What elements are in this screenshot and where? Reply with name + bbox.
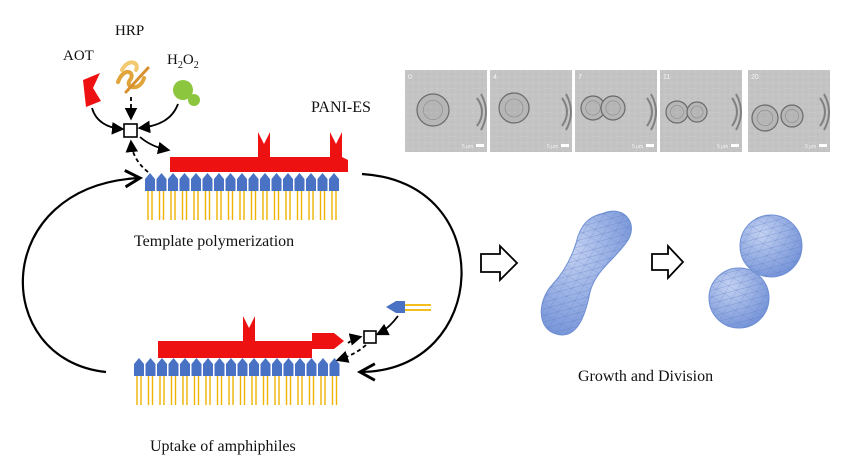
headgroup [145, 358, 156, 376]
daughter-vesicle-bottom-icon [708, 267, 770, 329]
headgroup [248, 173, 259, 191]
headgroup [168, 173, 178, 191]
top-tails [147, 191, 337, 220]
cycle-arrow-right [356, 172, 463, 382]
h2o2-molecule-icon [173, 80, 200, 106]
micrograph-time-label: 11 [663, 74, 670, 81]
scale-bar-label: 5 μm [717, 144, 728, 150]
hrp-enzyme-icon [116, 60, 150, 94]
micrograph-frame: 7 5 μm [575, 70, 657, 152]
aot-label: AOT [63, 48, 94, 64]
headgroup [191, 173, 201, 191]
scale-bar-label: 5 μm [547, 144, 558, 150]
pani-es-label: PANI-ES [311, 99, 371, 116]
aot-molecule-icon [83, 73, 101, 107]
division-block-arrow [651, 243, 685, 281]
headgroup [203, 358, 213, 376]
polymer-to-uptake-arrow [347, 333, 363, 346]
bottom-pani-polymer [158, 316, 344, 358]
growth-and-division-label: Growth and Division [578, 368, 713, 385]
uptake-to-membrane-arrow [335, 344, 367, 363]
headgroup [237, 358, 248, 376]
headgroup [317, 173, 328, 191]
top-pani-polymer [170, 132, 348, 172]
scale-bar [476, 144, 484, 147]
scale-bar-label: 5 μm [462, 144, 473, 150]
headgroup [271, 173, 282, 191]
headgroup [157, 358, 167, 376]
template-polymerization-label: Template polymerization [134, 233, 294, 250]
scale-bar-label: 5 μm [805, 144, 816, 150]
micrograph-frame: 11 5 μm [660, 70, 742, 152]
headgroup [191, 358, 202, 376]
headgroup [156, 173, 167, 191]
amphiphile-uptake-group [335, 301, 431, 363]
micrograph-frame: 0 5 μm [405, 70, 487, 152]
headgroup [225, 173, 236, 191]
headgroup [226, 358, 236, 376]
cycle-arrow-left [21, 169, 144, 374]
scale-bar-label: 5 μm [632, 144, 643, 150]
scale-bar [561, 144, 569, 147]
daughter-vesicle-top-icon [739, 214, 803, 278]
amphiphile-to-reaction-arrow [375, 315, 399, 336]
hrp-label: HRP [115, 23, 144, 39]
headgroup [329, 358, 340, 376]
headgroup [214, 173, 224, 191]
headgroup [306, 173, 316, 191]
uptake-of-amphiphiles-label: Uptake of amphiphiles [150, 438, 296, 455]
scale-bar [819, 144, 827, 147]
top-membrane [145, 132, 348, 220]
micrograph-frame: 20 5 μm [748, 70, 830, 152]
headgroup [260, 173, 270, 191]
headgroup [272, 358, 282, 376]
h2o2-label: H2O2 [167, 52, 199, 71]
headgroup [249, 358, 259, 376]
micrograph-strip: 0 5 μm 4 5 μm 7 5 μm 11 5 μm 20 5 μm [405, 70, 830, 152]
headgroup [294, 173, 305, 191]
micrograph-frame: 4 5 μm [490, 70, 572, 152]
scale-bar [731, 144, 739, 147]
micrograph-time-label: 7 [578, 74, 582, 81]
headgroup [145, 173, 155, 191]
scale-bar [646, 144, 654, 147]
bottom-tails [136, 376, 338, 405]
headgroup [295, 358, 305, 376]
headgroup [283, 173, 293, 191]
headgroup [202, 173, 213, 191]
headgroup [318, 358, 328, 376]
headgroup [168, 358, 179, 376]
headgroup [306, 358, 317, 376]
growth-block-arrow [480, 243, 519, 283]
headgroup [134, 358, 144, 376]
h2o2-to-reaction-arrow [137, 103, 179, 134]
headgroup [283, 358, 294, 376]
reagents-group: AOT HRP H2O2 [63, 23, 200, 173]
dumbbell-vesicle-icon [540, 210, 632, 336]
aot-to-reaction-arrow [91, 107, 125, 135]
micrograph-time-label: 4 [493, 74, 497, 81]
headgroup [260, 358, 271, 376]
uptake-reaction-box [363, 330, 377, 344]
headgroup [329, 173, 339, 191]
amphiphile-molecule-icon [386, 301, 431, 313]
micrograph-time-label: 0 [408, 74, 412, 81]
micrograph-time-label: 20 [751, 74, 759, 81]
reaction-box [123, 123, 138, 138]
headgroup [180, 358, 190, 376]
bottom-membrane [134, 316, 344, 405]
membrane-to-reaction-arrow [125, 139, 149, 173]
top-headgroups [145, 173, 339, 191]
headgroup [237, 173, 247, 191]
reaction-to-polymer-arrow [139, 136, 171, 155]
headgroup [179, 173, 190, 191]
headgroup [214, 358, 225, 376]
bottom-headgroups [134, 358, 340, 376]
